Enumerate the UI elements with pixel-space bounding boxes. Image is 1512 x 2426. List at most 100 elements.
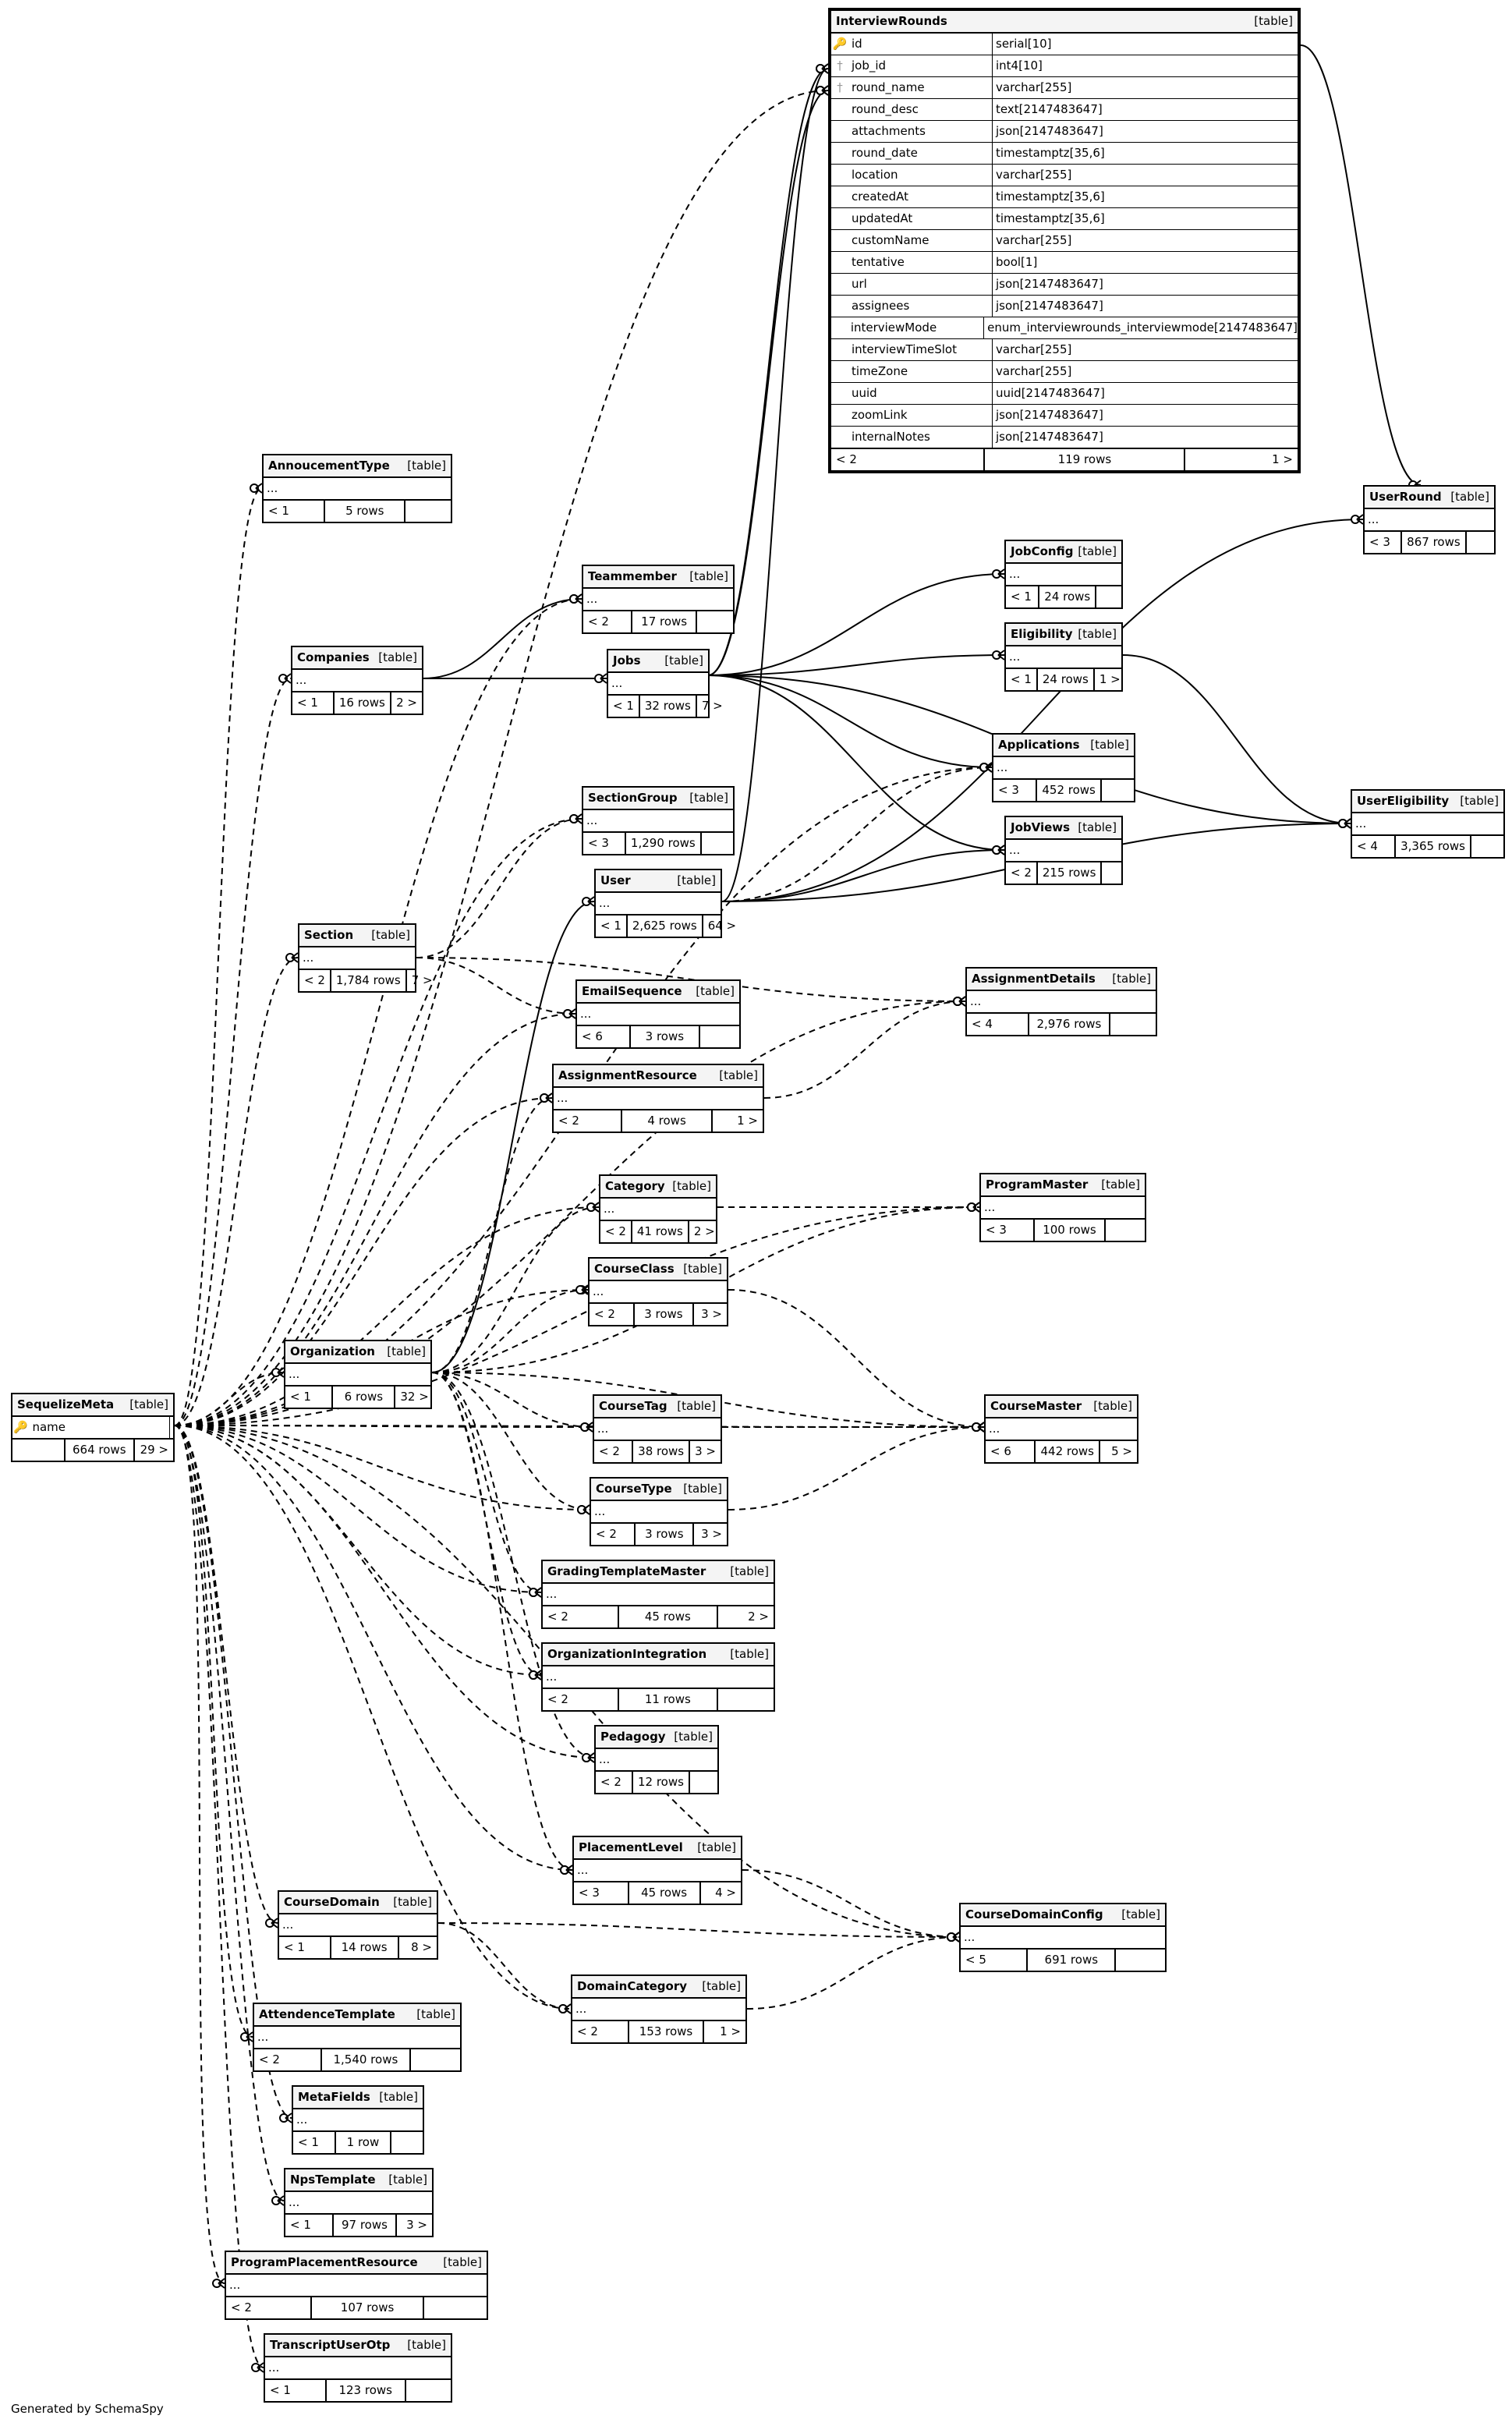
table-organization-name[interactable]: Organization xyxy=(290,1344,375,1358)
column-name[interactable]: attachments xyxy=(848,121,993,142)
child-count[interactable] xyxy=(411,2049,460,2070)
parent-count[interactable]: < 3 xyxy=(1365,532,1403,553)
table-teammember-name[interactable]: Teammember xyxy=(588,569,677,583)
table-applications-name[interactable]: Applications xyxy=(998,738,1080,752)
child-count[interactable]: 4 > xyxy=(715,1886,736,1900)
table-meta-fields-name[interactable]: MetaFields xyxy=(298,2090,370,2104)
table-email-sequence-columns-collapsed[interactable]: ... xyxy=(577,1004,739,1026)
table-transcript-user-otp-columns-collapsed[interactable]: ... xyxy=(265,2357,451,2380)
parent-count[interactable]: < 1 xyxy=(608,696,640,717)
table-user-columns-collapsed[interactable]: ... xyxy=(596,893,721,916)
child-count[interactable] xyxy=(405,501,451,522)
table-nps-template-columns-collapsed[interactable]: ... xyxy=(285,2192,432,2215)
child-count[interactable] xyxy=(1096,586,1121,607)
column-name[interactable]: location xyxy=(848,165,993,186)
parent-count[interactable]: < 2 xyxy=(600,1221,632,1242)
parent-count[interactable]: < 1 xyxy=(265,2380,327,2401)
parent-count[interactable]: < 4 xyxy=(967,1014,1029,1035)
column-name[interactable]: round_name xyxy=(848,77,993,98)
child-count[interactable]: 2 > xyxy=(396,696,417,710)
table-section-group-columns-collapsed[interactable]: ... xyxy=(583,810,733,833)
child-count[interactable]: 3 > xyxy=(701,1307,722,1321)
child-count[interactable]: 8 > xyxy=(411,1940,432,1954)
table-user-eligibility-name[interactable]: UserEligibility xyxy=(1357,794,1450,808)
parent-count[interactable]: < 6 xyxy=(986,1441,1036,1462)
table-category-name[interactable]: Category xyxy=(605,1179,665,1193)
parent-count[interactable]: < 1 xyxy=(279,1937,331,1958)
column-name[interactable]: zoomLink xyxy=(848,405,993,426)
parent-count[interactable]: < 2 xyxy=(583,611,633,632)
column-name[interactable]: name xyxy=(29,1417,170,1438)
column-name[interactable]: round_desc xyxy=(848,99,993,120)
child-count[interactable]: 32 > xyxy=(400,1390,429,1404)
child-count[interactable]: 1 > xyxy=(1272,452,1293,466)
child-count[interactable]: 3 > xyxy=(406,2218,427,2232)
table-attendence-template-name[interactable]: AttendenceTemplate xyxy=(259,2007,395,2021)
table-course-domain-name[interactable]: CourseDomain xyxy=(284,1895,380,1909)
child-count[interactable] xyxy=(700,1026,739,1047)
parent-count[interactable]: < 1 xyxy=(285,1387,334,1408)
table-user-round-columns-collapsed[interactable]: ... xyxy=(1365,509,1494,532)
table-course-class-name[interactable]: CourseClass xyxy=(594,1262,675,1276)
parent-count[interactable]: < 3 xyxy=(993,780,1038,801)
parent-count[interactable]: < 2 xyxy=(226,2297,313,2318)
parent-count[interactable]: < 2 xyxy=(831,449,986,470)
table-annoucement-type-name[interactable]: AnnoucementType xyxy=(268,459,390,473)
parent-count[interactable]: < 2 xyxy=(596,1772,633,1793)
table-sequelize-meta-name[interactable]: SequelizeMeta xyxy=(17,1397,115,1411)
table-assignment-details-name[interactable]: AssignmentDetails xyxy=(972,972,1096,986)
child-count[interactable] xyxy=(718,1689,774,1710)
column-name[interactable]: tentative xyxy=(848,252,993,273)
column-name[interactable]: timeZone xyxy=(848,361,993,382)
parent-count[interactable]: < 3 xyxy=(981,1220,1036,1241)
parent-count[interactable]: < 2 xyxy=(591,1524,636,1545)
child-count[interactable] xyxy=(1471,836,1503,857)
table-interview-rounds-name[interactable]: InterviewRounds xyxy=(836,14,947,28)
parent-count[interactable]: < 2 xyxy=(590,1304,636,1325)
table-pedagogy-name[interactable]: Pedagogy xyxy=(600,1730,666,1744)
child-count[interactable] xyxy=(1467,532,1494,553)
table-program-master-columns-collapsed[interactable]: ... xyxy=(981,1197,1145,1220)
child-count[interactable]: 7 > xyxy=(701,699,723,713)
parent-count[interactable]: < 5 xyxy=(961,1950,1029,1971)
column-name[interactable]: job_id xyxy=(848,55,993,76)
table-pedagogy-columns-collapsed[interactable]: ... xyxy=(596,1749,717,1772)
table-section-group-name[interactable]: SectionGroup xyxy=(588,791,678,805)
table-job-views-columns-collapsed[interactable]: ... xyxy=(1006,840,1121,862)
child-count[interactable]: 7 > xyxy=(411,973,433,987)
column-name[interactable]: interviewMode xyxy=(848,317,985,338)
table-email-sequence-name[interactable]: EmailSequence xyxy=(582,984,682,998)
table-annoucement-type-columns-collapsed[interactable]: ... xyxy=(264,478,451,501)
table-course-tag-name[interactable]: CourseTag xyxy=(599,1399,667,1413)
table-program-master-name[interactable]: ProgramMaster xyxy=(986,1178,1089,1192)
table-teammember-columns-collapsed[interactable]: ... xyxy=(583,589,733,611)
child-count[interactable] xyxy=(391,2132,423,2153)
child-count[interactable] xyxy=(690,1772,717,1793)
column-name[interactable]: customName xyxy=(848,230,993,251)
parent-count[interactable]: < 2 xyxy=(543,1689,619,1710)
column-name[interactable]: uuid xyxy=(848,383,993,404)
